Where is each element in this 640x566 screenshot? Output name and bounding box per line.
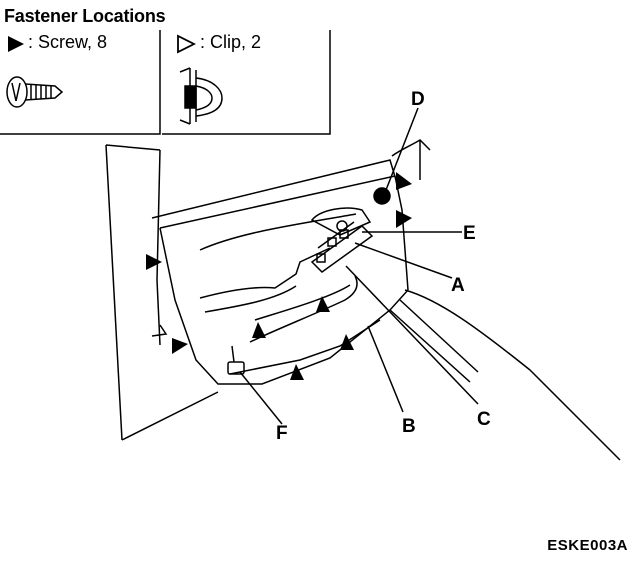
screw-marker-icon: [252, 322, 266, 338]
callout-c: C: [477, 409, 491, 430]
screw-legend-icon: [8, 36, 24, 52]
callout-e: E: [463, 223, 476, 244]
screw-marker-icon: [316, 296, 330, 312]
diagram-title: Fastener Locations: [4, 6, 166, 26]
screw-marker-icon: [396, 210, 412, 228]
screw-illustration-icon: [6, 76, 64, 108]
legend-screw-label: : Screw, 8: [28, 32, 108, 52]
screw-marker-icon: [396, 172, 412, 190]
callout-b: B: [402, 416, 416, 437]
legend-box-lines: [0, 30, 331, 135]
screw-marker-icon: [340, 334, 354, 350]
figure-code: ESKE003A: [547, 537, 628, 554]
door-outline: [105, 139, 621, 461]
screw-markers: [146, 172, 412, 380]
callout-a: A: [451, 275, 465, 296]
callout-d: D: [411, 89, 425, 110]
clip-illustration-icon: [179, 67, 223, 125]
leader-lines: [239, 107, 479, 425]
legend-clip-label: : Clip, 2: [200, 32, 262, 52]
callout-f: F: [276, 423, 288, 444]
screw-marker-icon: [290, 364, 304, 380]
screw-marker-icon: [146, 254, 162, 270]
screw-marker-icon: [172, 338, 188, 354]
clip-legend-icon: [177, 34, 197, 54]
